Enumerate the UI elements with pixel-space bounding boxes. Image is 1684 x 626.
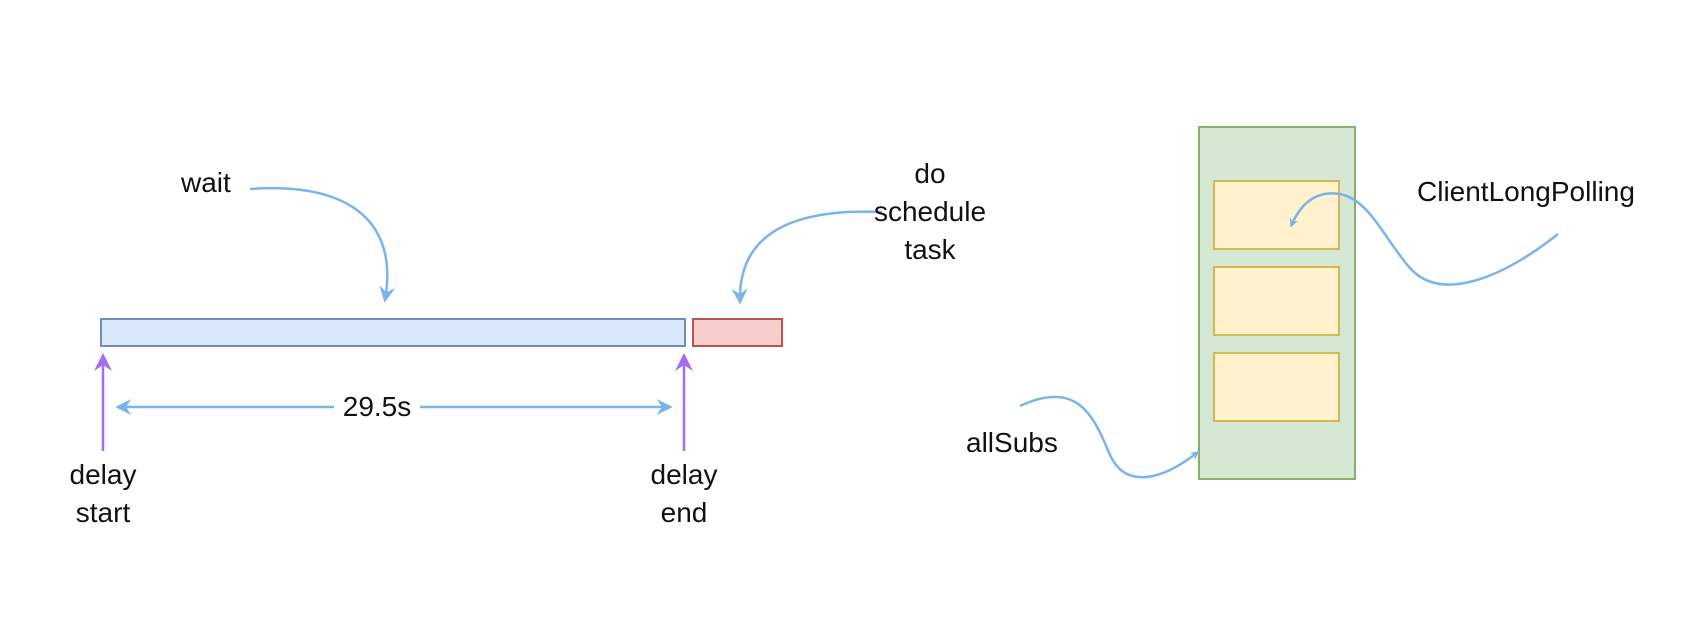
do-schedule-task-line-2: schedule [873, 196, 987, 227]
duration-label: 29.5s [342, 391, 412, 422]
client-long-polling-pointer-arrow [1289, 192, 1559, 286]
all-subs-label: allSubs [966, 427, 1058, 458]
all-subs-pointer-arrow [1019, 395, 1200, 479]
do-schedule-task-label: do schedule task [870, 155, 990, 269]
duration-label-background [334, 391, 420, 423]
delay-end-line-2: end [660, 497, 708, 528]
delay-end-label: delay end [634, 456, 734, 532]
wait-bar [100, 318, 686, 347]
subscription-slot-1 [1213, 180, 1340, 250]
delay-start-line-1: delay [69, 459, 137, 490]
do-schedule-task-line-1: do [914, 158, 946, 189]
wait-pointer-arrow [249, 186, 396, 303]
subscription-slot-2 [1213, 266, 1340, 336]
wait-label: wait [181, 167, 231, 198]
delay-start-line-2: start [75, 497, 131, 528]
do-schedule-task-line-3: task [904, 234, 956, 265]
client-long-polling-label: ClientLongPolling [1417, 176, 1635, 207]
subscription-slot-3 [1213, 352, 1340, 422]
task-pointer-arrow [731, 210, 883, 305]
delay-end-line-1: delay [650, 459, 718, 490]
delay-start-label: delay start [53, 456, 153, 532]
task-bar [692, 318, 783, 347]
